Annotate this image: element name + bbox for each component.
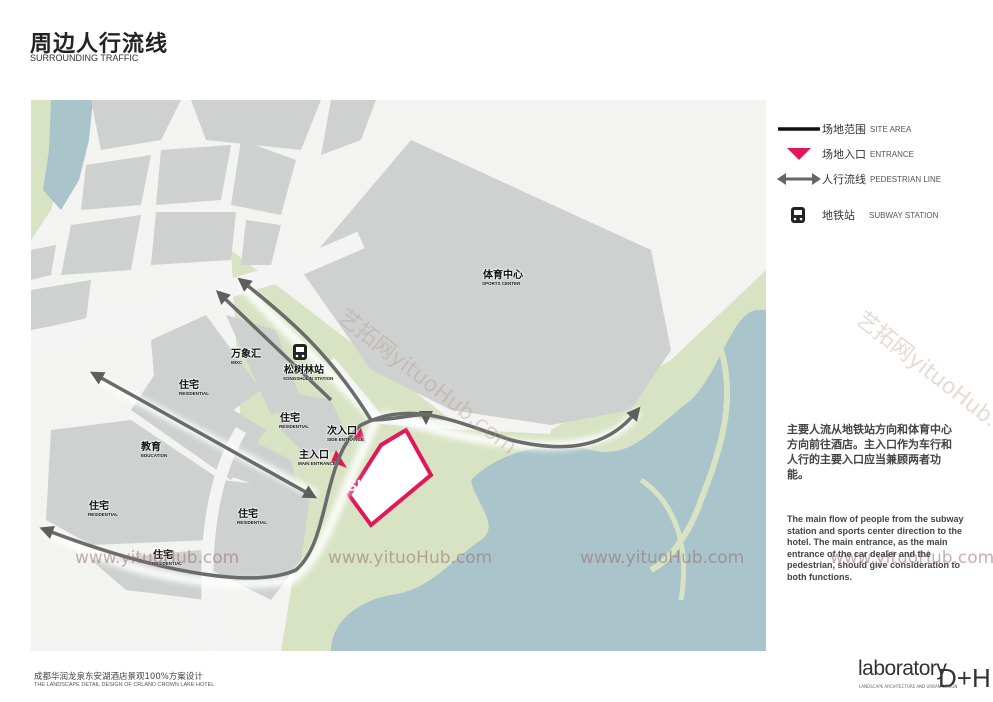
water-left (43, 100, 93, 210)
label-side-entrance-en: SIDE ENTRANCE (327, 437, 364, 442)
label-side-entrance: 次入口 (327, 426, 357, 437)
label-main-entrance: 主入口 (299, 450, 329, 461)
label-residential-4-en: RESIDENTIAL (237, 520, 268, 525)
pedestrian-arrow-icon (777, 173, 821, 185)
lake-island (649, 349, 731, 573)
legend-entrance: 场地入口 ENTRANCE (776, 143, 914, 165)
legend-subway: 地铁站 SUBWAY STATION (776, 204, 938, 226)
footer-project-zh: 成都华润龙泉东安湖酒店景观100%方案设计 (34, 672, 203, 682)
description-zh: 主要人流从地铁站方向和体育中心方向前往酒店。主入口作为车行和人行的主要入口应当兼… (787, 423, 952, 481)
watermark-3: www.yituoHub.com (580, 548, 745, 568)
site-area-line-icon (778, 127, 820, 131)
watermark-2: www.yituoHub.com (328, 548, 493, 568)
label-residential-5-en: RESIDENTIAL (152, 561, 183, 566)
page-subtitle: SURROUNDING TRAFFIC (30, 53, 139, 63)
pedestrian-lines (39, 277, 641, 580)
site-map: 体育中心 SPORTS CENTER 万象汇 MIXC 松树林站 SONGSHU… (31, 100, 766, 651)
description-en: The main flow of people from the subway … (787, 514, 964, 582)
subway-legend-icon (791, 207, 805, 223)
label-sports-center-en: SPORTS CENTER (482, 281, 521, 286)
legend-pedestrian-line: 人行流线 PEDESTRIAN LINE (776, 168, 941, 190)
page-title: 周边人行流线 (30, 32, 169, 57)
watermark-1: www.yituoHub.com (75, 548, 240, 568)
city-blocks-top (31, 100, 376, 330)
label-subway-station: 松树林站 (284, 365, 324, 376)
brand-mark: D+H (938, 663, 991, 693)
label-residential-3-en: RESIDENTIAL (88, 512, 119, 517)
label-sports-center: 体育中心 (483, 270, 523, 281)
label-residential-1-en: RESIDENTIAL (179, 391, 210, 396)
label-education-en: EDUCATION (141, 453, 168, 458)
legend-site-area: 场地范围 SITE AREA (776, 118, 911, 140)
map-drawing (31, 100, 766, 651)
label-main-entrance-en: MAIN ENTRANCE (298, 461, 336, 466)
label-residential-2: 住宅 (280, 413, 300, 424)
label-residential-5: 住宅 (153, 550, 173, 561)
watermark-4: www.yituoHub.com (830, 548, 993, 568)
label-residential-4: 住宅 (238, 509, 258, 520)
entrance-triangle-icon (787, 148, 811, 160)
label-residential-2-en: RESIDENTIAL (279, 424, 310, 429)
subway-icon (293, 344, 307, 360)
site-label: SITE (346, 476, 381, 495)
label-residential-3: 住宅 (89, 501, 109, 512)
label-subway-station-en: SONGSHULIN STATION (283, 376, 334, 381)
brand-name: laboratory (858, 657, 947, 680)
label-mixc-en: MIXC (231, 360, 243, 365)
label-education: 教育 (141, 442, 161, 453)
label-residential-1: 住宅 (179, 380, 199, 391)
label-mixc: 万象汇 (231, 349, 261, 360)
footer-project-en: THE LANDSCAPE DETAIL DESIGN OF CRLAND CR… (34, 682, 215, 688)
lake-island-2 (639, 477, 687, 601)
brand-subtitle: LANDSCAPE ARCHITECTURE AND URBAN DESIGN (859, 684, 958, 689)
